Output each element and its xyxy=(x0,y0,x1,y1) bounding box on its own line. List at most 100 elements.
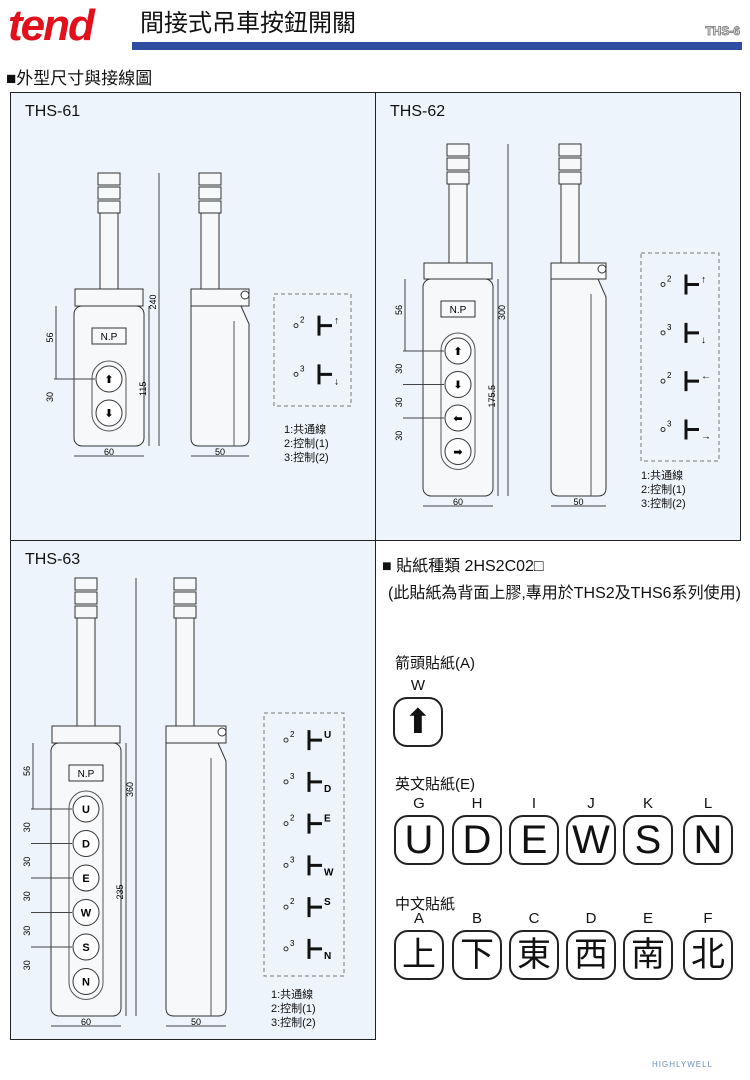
side-body xyxy=(165,742,227,1017)
dim-pitch: 30 xyxy=(22,857,32,867)
np-label: N.P xyxy=(450,305,467,316)
terminal xyxy=(293,371,299,377)
sticker-code: F xyxy=(703,910,713,927)
terminal-number: 2 xyxy=(290,730,295,739)
button-symbol: W xyxy=(81,908,92,920)
dim-width: 60 xyxy=(81,1017,91,1027)
terminal-number: 3 xyxy=(290,772,295,781)
button-symbol: ⬆ xyxy=(104,374,113,386)
contact-direction: D xyxy=(324,784,331,795)
dim-pitch: 30 xyxy=(45,392,55,402)
dim-depth: 50 xyxy=(573,497,583,507)
sticker-code: D xyxy=(585,910,597,927)
terminal xyxy=(293,323,299,329)
terminal xyxy=(660,281,666,287)
button-symbol: U xyxy=(82,804,90,816)
side-strain-ring xyxy=(558,171,582,185)
head xyxy=(423,262,493,280)
button-symbol: ➡ xyxy=(453,447,462,459)
model-title: THS-62 xyxy=(390,103,446,120)
dim-total: 300 xyxy=(497,305,507,320)
terminal-number: 3 xyxy=(300,364,305,373)
side-strain-ring xyxy=(198,186,222,200)
sticker: D xyxy=(452,815,502,865)
np-label: N.P xyxy=(101,332,118,343)
button-symbol: E xyxy=(82,873,89,885)
side-strain-ring xyxy=(558,157,582,171)
cable xyxy=(448,183,468,264)
dim-pitch: 30 xyxy=(22,960,32,970)
terminal-number: 2 xyxy=(290,897,295,906)
terminal-number: 2 xyxy=(667,274,672,283)
dim-pitch: 30 xyxy=(22,926,32,936)
dim-top: 56 xyxy=(22,766,32,776)
contact-direction: ↓ xyxy=(334,376,339,387)
sticker: W xyxy=(566,815,616,865)
screw-icon xyxy=(597,264,607,274)
dim-total: 240 xyxy=(148,294,158,309)
terminal-number: 3 xyxy=(667,420,672,429)
sticker: N xyxy=(683,815,733,865)
button-symbol: ⬆ xyxy=(453,346,462,358)
push-button xyxy=(95,365,123,393)
sticker: 東 xyxy=(509,930,559,980)
strain-relief-ring xyxy=(74,605,98,619)
sticker-code: I xyxy=(531,795,537,812)
terminal xyxy=(283,904,289,910)
dim-width: 60 xyxy=(104,447,114,457)
np-plate xyxy=(91,327,127,345)
push-button xyxy=(444,371,472,398)
dim-depth: 50 xyxy=(191,1017,201,1027)
dim-pitch: 30 xyxy=(394,364,404,374)
contact-symbol xyxy=(684,371,699,392)
contact-symbol xyxy=(307,855,322,876)
terminal-number: 3 xyxy=(667,323,672,332)
schematic-box xyxy=(273,293,352,407)
push-button xyxy=(444,337,472,365)
contact-symbol xyxy=(307,730,322,751)
side-head xyxy=(550,262,607,280)
push-button xyxy=(72,899,100,926)
contact-symbol xyxy=(307,897,322,918)
page-title: 間接式吊車按鈕開關 xyxy=(140,10,356,37)
push-button xyxy=(72,933,100,961)
legend-item: 2:控制(1) xyxy=(284,438,329,450)
sticker: 上 xyxy=(394,930,444,980)
terminal-number: 3 xyxy=(290,939,295,948)
button-symbol: ⬇ xyxy=(104,408,113,420)
title-bar xyxy=(132,42,742,50)
dim-pitch: 30 xyxy=(22,891,32,901)
watermark: HIGHLYWELL xyxy=(652,1060,713,1069)
side-body xyxy=(190,305,250,447)
model-title: THS-63 xyxy=(25,551,81,568)
side-strain-ring xyxy=(173,591,197,605)
head xyxy=(51,725,121,744)
button-symbol: N xyxy=(82,977,90,989)
button-well xyxy=(440,332,476,470)
contact-symbol xyxy=(684,274,699,295)
sticker-code: W xyxy=(410,677,426,694)
sticker-note: (此貼紙為背面上膠,專用於THS2及THS6系列使用) xyxy=(388,585,741,602)
contact-symbol xyxy=(317,364,332,385)
sticker-code: G xyxy=(413,795,425,812)
sticker: 南 xyxy=(623,930,673,980)
dim-width: 60 xyxy=(453,497,463,507)
sticker: S xyxy=(623,815,673,865)
np-plate xyxy=(440,300,476,318)
contact-direction: E xyxy=(324,814,331,825)
legend-item: 1:共通線 xyxy=(641,470,684,482)
terminal xyxy=(660,378,666,384)
contact-direction: W xyxy=(324,867,334,878)
cable xyxy=(99,212,119,290)
side-cable xyxy=(175,617,195,727)
contact-symbol xyxy=(684,419,699,440)
terminal xyxy=(283,862,289,868)
contact-direction: S xyxy=(324,897,331,908)
contact-direction: → xyxy=(701,432,711,443)
push-button xyxy=(444,438,472,465)
